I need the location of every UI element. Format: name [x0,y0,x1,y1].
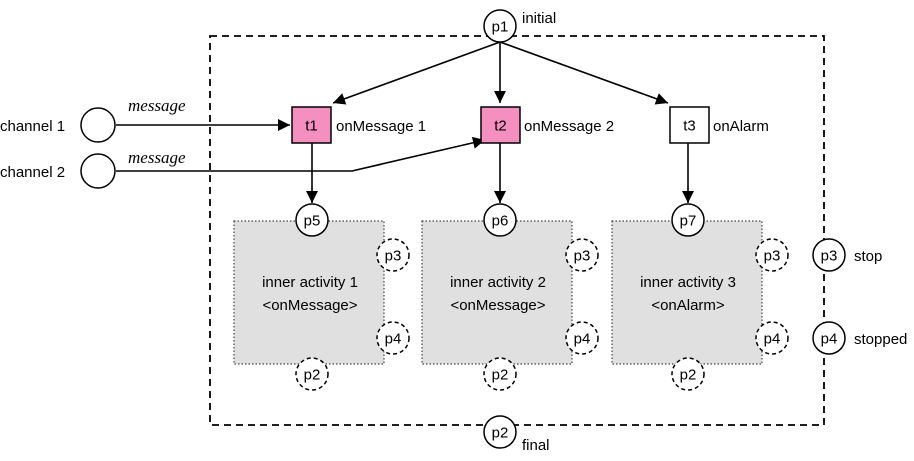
inner-activity-3-box [611,220,763,365]
inner-activity-1-box [233,220,385,365]
transition-t2-id: t2 [494,118,507,135]
inner-activity-3-title: inner activity 3 [640,274,736,291]
inner-activity-3-stopped-id: p4 [764,331,781,348]
transition-t2-box [480,106,521,144]
transition-t1: t1 onMessage 1 [291,106,426,144]
transition-t3-box [669,106,710,144]
inner-activity-2-final-id: p2 [492,367,509,384]
place-p3-label: stop [854,248,882,265]
place-p3-id: p3 [821,248,838,265]
inner-activity-2-stopped-id: p4 [574,331,591,348]
place-p1-circle [483,9,517,43]
place-p2-id: p2 [492,425,509,442]
inner-activity-1-final-place [295,357,329,391]
place-p5-id: p5 [304,213,321,230]
inner-activity-1-final-id: p2 [304,367,321,384]
channel-1-arc-label: message [128,96,186,115]
place-p4-circle [812,321,846,355]
inner-activity-3-final-id: p2 [680,367,697,384]
place-p7-circle [671,203,705,237]
place-p2-circle [483,415,517,449]
channel-2-label: channel 2 [0,164,65,181]
transition-t1-id: t1 [305,118,318,135]
place-p1-label: initial [522,10,556,27]
place-p1: p1 initial [483,9,556,43]
transition-t3: t3 onAlarm [669,106,769,144]
inner-activity-2-stop-id: p3 [574,248,591,265]
transition-t2: t2 onMessage 2 [480,106,614,144]
inner-activity-2-type: <onMessage> [450,297,545,314]
inner-activity-2-stop-place [565,238,599,272]
inner-activity-3-stop-id: p3 [764,248,781,265]
inner-activity-1-type: <onMessage> [262,297,357,314]
inner-activity-2-stopped-place [565,321,599,355]
place-p3-circle [812,238,846,272]
place-p6-circle [483,203,517,237]
arc-p1-t1 [332,41,501,105]
inner-activity-3: inner activity 3 <onAlarm> p7 p3 p4 p2 [611,203,789,391]
place-p4-id: p4 [821,331,838,348]
transition-t1-box [291,106,332,144]
inner-activity-3-stop-place [755,238,789,272]
inner-activity-2-final-place [483,357,517,391]
channel-1: channel 1 message [0,96,186,143]
inner-activity-3-final-place [671,357,705,391]
place-p1-id: p1 [492,19,509,36]
inner-activity-2-box [421,220,573,365]
place-p5-circle [295,203,329,237]
scope-boundary [209,35,825,426]
inner-activity-3-stopped-place [755,321,789,355]
inner-activity-2: inner activity 2 <onMessage> p6 p3 p4 p2 [421,203,599,391]
place-p7-id: p7 [680,213,697,230]
inner-activity-1-title: inner activity 1 [262,274,358,291]
inner-activity-1: inner activity 1 <onMessage> p5 p3 p4 p2 [233,203,410,391]
channel-2: channel 2 message [0,148,186,189]
place-p4-label: stopped [854,331,907,348]
place-p2-label: final [522,437,550,454]
arc-channel2-t2 [116,136,486,172]
inner-activity-1-stop-place [376,238,410,272]
transition-t3-id: t3 [683,118,696,135]
place-p6-id: p6 [492,213,509,230]
inner-activity-3-type: <onAlarm> [651,297,725,314]
inner-activity-1-stop-id: p3 [385,248,402,265]
transition-t3-label: onAlarm [713,118,769,135]
place-p4: p4 stopped [812,321,907,355]
channel-1-label: channel 1 [0,118,65,135]
place-p2: p2 final [483,415,550,454]
inner-activity-1-stopped-id: p4 [385,331,402,348]
arc-p1-t3 [499,41,669,105]
transition-t2-label: onMessage 2 [524,118,614,135]
inner-activity-1-stopped-place [376,321,410,355]
transition-t1-label: onMessage 1 [336,118,426,135]
place-p3: p3 stop [812,238,882,272]
channel-2-arc-label: message [128,148,186,167]
inner-activity-2-title: inner activity 2 [450,274,546,291]
channel-2-place [80,153,116,189]
channel-1-place [80,107,116,143]
